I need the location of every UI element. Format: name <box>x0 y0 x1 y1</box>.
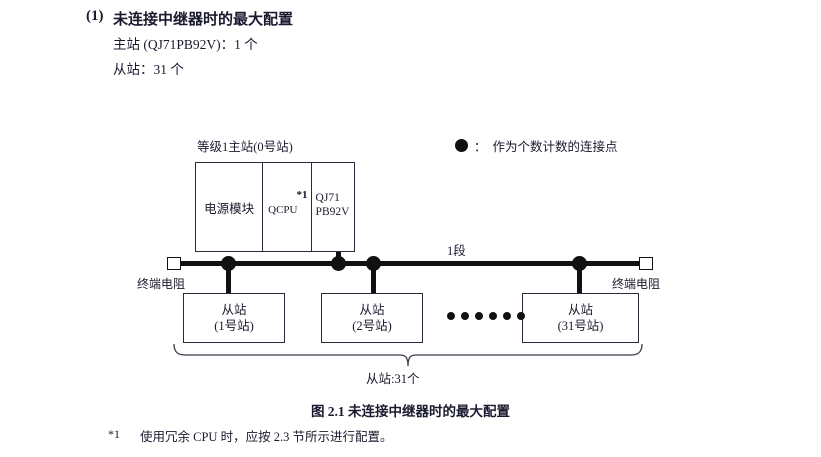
terminating-resistor-left-label: 终端电阻 <box>137 277 186 291</box>
ellipsis-dot <box>461 312 469 320</box>
terminating-resistor-left-icon <box>167 257 181 270</box>
bus-trunk-line <box>180 261 642 266</box>
ellipsis-dot <box>475 312 483 320</box>
slave-group-label: 从站:31个 <box>366 372 420 386</box>
heading-number: (1) <box>86 8 104 24</box>
slave-drop-line <box>371 263 376 294</box>
footnote-mark: *1 <box>108 427 120 441</box>
ellipsis-dot <box>447 312 455 320</box>
master-station-label: 等级1主站(0号站) <box>197 140 293 154</box>
page-title: 未连接中继器时的最大配置 <box>113 12 294 28</box>
figure-caption: 图 2.1 未连接中继器时的最大配置 <box>310 404 511 419</box>
segment-label: 1段 <box>447 244 466 258</box>
pb92v-line-1: QJ71 <box>315 192 340 204</box>
slave-drop-line <box>577 263 582 294</box>
footnote-text: 使用冗余 CPU 时，应按 2.3 节所示进行配置。 <box>140 430 393 444</box>
slave-station-box: 从站 (1号站) <box>183 293 285 343</box>
legend-separator: ： <box>474 140 487 154</box>
slave-station-box: 从站 (31号站) <box>522 293 639 343</box>
slave-station-number: (1号站) <box>214 319 254 333</box>
slave-station-box: 从站 (2号站) <box>321 293 423 343</box>
slave-drop-line <box>226 263 231 294</box>
slave-station-label: 从站 <box>359 303 385 317</box>
qcpu-module-label: QCPU <box>268 204 298 216</box>
ellipsis-dot <box>517 312 525 320</box>
spec-master-count: 主站 (QJ71PB92V)：1 个 <box>113 37 258 52</box>
slave-station-label: 从站 <box>221 303 247 317</box>
legend: ： 作为个数计数的连接点 <box>455 136 618 155</box>
slave-station-number: (31号站) <box>557 319 604 333</box>
ellipsis-dots <box>447 312 525 320</box>
ellipsis-dot <box>503 312 511 320</box>
power-supply-module-label: 电源模块 <box>204 201 255 216</box>
ellipsis-dot <box>489 312 497 320</box>
legend-label: 作为个数计数的连接点 <box>492 140 618 154</box>
pb92v-line-2: PB92V <box>315 206 350 218</box>
qcpu-module-cell: *1 QCPU <box>263 163 312 251</box>
slave-station-label: 从站 <box>567 303 593 317</box>
slave-station-number: (2号站) <box>352 319 392 333</box>
spec-slave-count: 从站：31 个 <box>113 62 184 77</box>
qcpu-footnote-mark: *1 <box>296 189 308 201</box>
connection-point-dot <box>331 256 346 271</box>
slave-group-brace <box>172 344 644 368</box>
power-supply-module-cell: 电源模块 <box>196 163 264 251</box>
terminating-resistor-right-icon <box>639 257 653 270</box>
filled-circle-icon <box>455 139 468 152</box>
terminating-resistor-right-label: 终端电阻 <box>612 277 661 291</box>
